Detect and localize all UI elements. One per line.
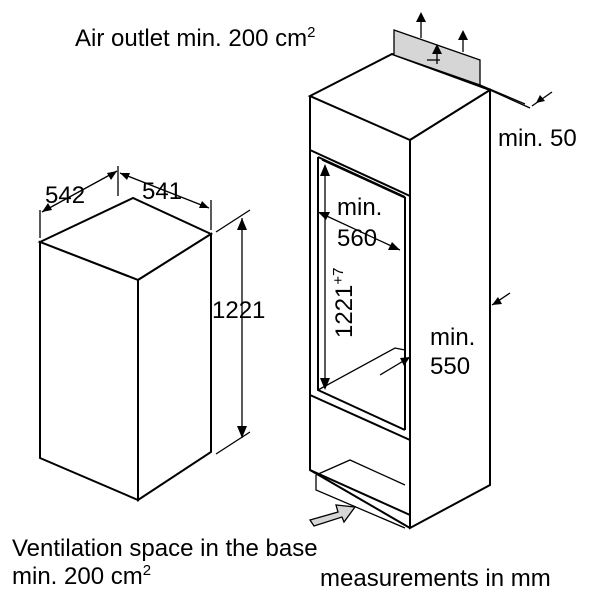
niche-width-label-line2: 550: [430, 353, 470, 380]
appliance-side-face: [137, 232, 212, 502]
niche-depth-label-line1: min.: [337, 194, 382, 221]
cabinet-side-panel: [409, 88, 491, 530]
appliance-depth-label: 542: [45, 182, 85, 209]
niche-cabinet: [307, 52, 493, 530]
base-ventilation-note-line1: Ventilation space in the base: [12, 535, 318, 562]
base-ventilation-note-line2: min. 200 cm2: [12, 562, 151, 590]
dimension-niche-width: [379, 292, 511, 376]
appliance-height-label: 1221: [212, 297, 265, 324]
appliance-box: [37, 196, 214, 502]
gap-top-label: min. 50: [498, 125, 577, 152]
air-outlet-note: Air outlet min. 200 cm2: [75, 24, 315, 52]
dimension-width: [119, 172, 212, 230]
niche-height-label: 1221+7: [330, 268, 358, 339]
dimension-niche-height: [320, 164, 330, 390]
niche-width-label-line1: min.: [430, 324, 475, 351]
dimension-depth: [39, 166, 119, 238]
appliance-width-label: 541: [142, 178, 182, 205]
appliance-front-face: [39, 240, 139, 502]
base-ventilation-arrow-icon: [308, 504, 357, 527]
dimension-niche-depth: [317, 211, 401, 251]
units-note: measurements in mm: [320, 565, 551, 592]
dimension-gap-top: [479, 84, 553, 109]
niche-depth-label-line2: 560: [337, 225, 377, 252]
dimension-height: [215, 209, 251, 455]
air-outlet-arrows: [416, 12, 468, 64]
